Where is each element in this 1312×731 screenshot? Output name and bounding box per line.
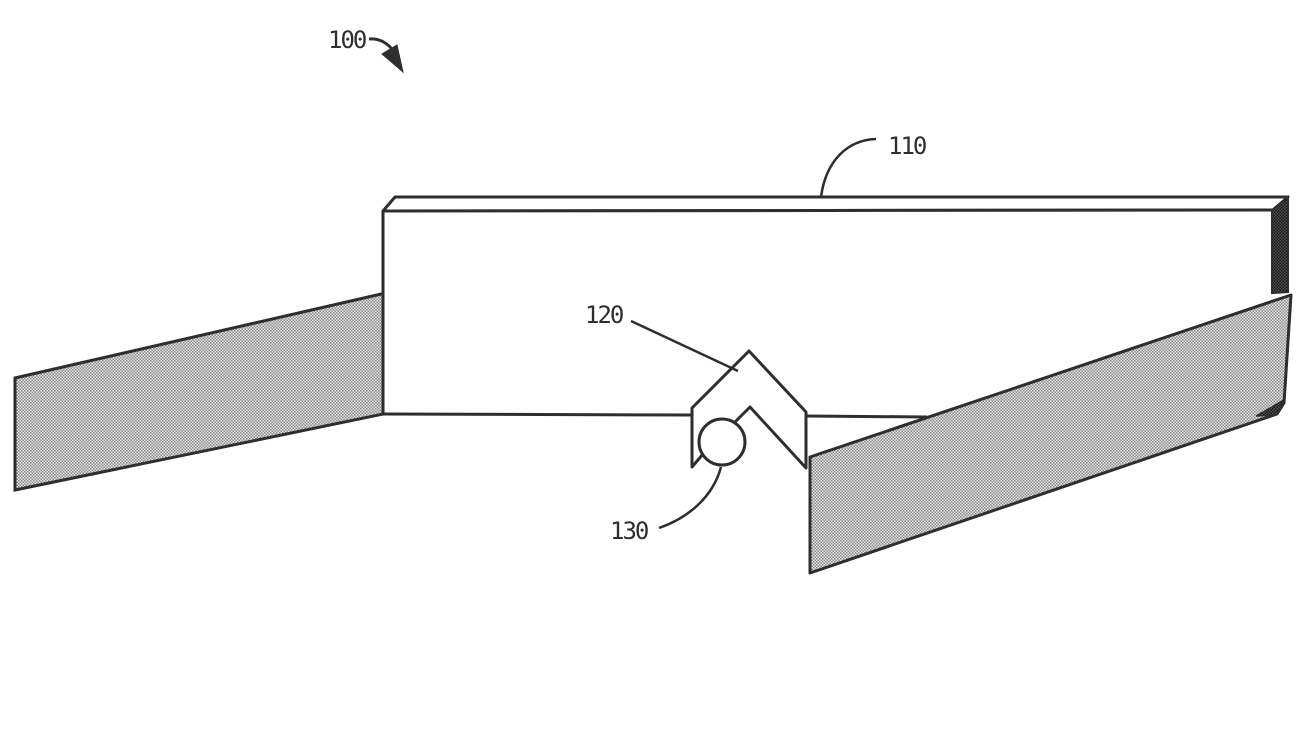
frame-bar-bottom-edge-right [805,414,928,419]
temple-arm-right-corner-fold [1255,398,1286,417]
arrowhead-icon [381,44,404,74]
circle-component-130 [697,417,747,467]
frame-bar-end-cap [1271,194,1289,295]
leader-line-110 [819,137,877,198]
frame-bar-bottom-edge-left [382,412,693,417]
frame-bar-front-top-edge [382,208,1274,213]
frame-bar-edges [381,208,1274,419]
label-ref-120: 120 [585,301,623,329]
frame-bar-front-face [383,210,1273,415]
temple-arm-right [808,293,1293,575]
label-ref-130: 130 [610,517,648,545]
label-ref-110: 110 [888,132,926,160]
leader-line-130 [658,466,723,530]
temple-arm-left [13,290,395,492]
chevron-component-120 [690,349,808,470]
leader-line-120 [630,319,739,373]
label-ref-100: 100 [328,26,366,54]
